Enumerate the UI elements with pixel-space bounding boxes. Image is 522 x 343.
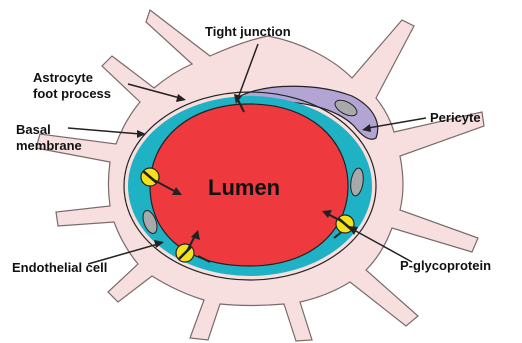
label-p-glycoprotein: P-glycoprotein	[400, 258, 491, 274]
label-tight-junction: Tight junction	[205, 24, 291, 40]
label-astrocyte-line2: foot process	[33, 86, 111, 102]
label-lumen: Lumen	[208, 175, 280, 201]
label-endothelial-cell: Endothelial cell	[12, 260, 107, 276]
pgp-transporter-1	[141, 168, 159, 186]
label-basal-line2: membrane	[16, 138, 82, 154]
label-pericyte: Pericyte	[430, 110, 481, 126]
pgp-transporter-2	[176, 244, 194, 262]
label-astrocyte-line1: Astrocyte	[33, 70, 93, 86]
label-basal-line1: Basal	[16, 122, 51, 138]
